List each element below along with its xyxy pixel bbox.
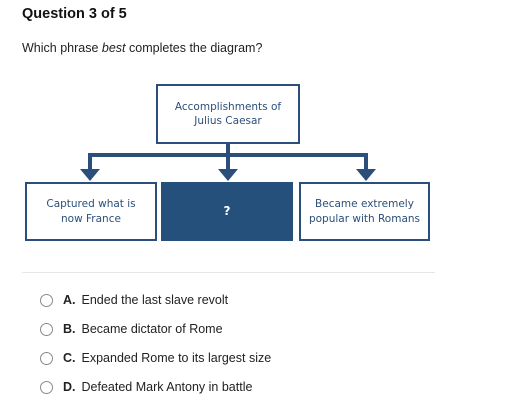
box-missing-mark: ? — [223, 204, 231, 219]
choice-b[interactable]: B. Became dictator of Rome — [40, 320, 223, 338]
connector-drop-middle — [226, 153, 230, 171]
arrow-down-middle-icon — [218, 169, 238, 181]
question-prompt: Which phrase best completes the diagram? — [22, 41, 262, 55]
choice-text: Ended the last slave revolt — [81, 293, 229, 307]
diagram-box-missing: ? — [161, 182, 293, 241]
radio-button-icon[interactable] — [40, 351, 53, 365]
diagram-box-top: Accomplishments of Julius Caesar — [156, 84, 300, 144]
prompt-emphasis: best — [101, 41, 126, 55]
prompt-text-start: Which phrase — [22, 41, 102, 55]
connector-drop-right — [364, 153, 368, 171]
connector-stem — [226, 144, 230, 155]
prompt-text-end: completes the diagram? — [125, 41, 263, 55]
section-divider — [22, 272, 435, 273]
box-right-line2: popular with Romans — [308, 212, 421, 225]
choice-text: Expanded Rome to its largest size — [81, 351, 272, 365]
radio-button-icon[interactable] — [40, 293, 53, 307]
diagram-connectors — [80, 144, 376, 181]
box-right-line1: Became extremely — [315, 198, 414, 211]
choice-letter: C. — [63, 351, 76, 365]
choice-c[interactable]: C. Expanded Rome to its largest size — [40, 349, 271, 367]
box-top-line1: Accomplishments of — [174, 100, 282, 113]
question-header: Question 3 of 5 — [22, 6, 127, 22]
choice-letter: D. — [63, 380, 76, 394]
box-top-line2: Julius Caesar — [194, 115, 262, 127]
choice-a[interactable]: A. Ended the last slave revolt — [40, 291, 228, 309]
choice-letter: A. — [63, 293, 76, 307]
connector-drop-left — [88, 153, 92, 171]
box-left-line2: now France — [61, 212, 121, 225]
arrow-down-left-icon — [80, 169, 100, 181]
arrow-down-right-icon — [356, 169, 376, 181]
choice-letter: B. — [63, 322, 76, 336]
radio-button-icon[interactable] — [40, 380, 53, 394]
choice-d[interactable]: D. Defeated Mark Antony in battle — [40, 378, 252, 396]
choice-text: Became dictator of Rome — [81, 322, 223, 336]
choice-text: Defeated Mark Antony in battle — [81, 380, 253, 394]
radio-button-icon[interactable] — [40, 322, 53, 336]
box-left-line1: Captured what is — [46, 198, 136, 211]
